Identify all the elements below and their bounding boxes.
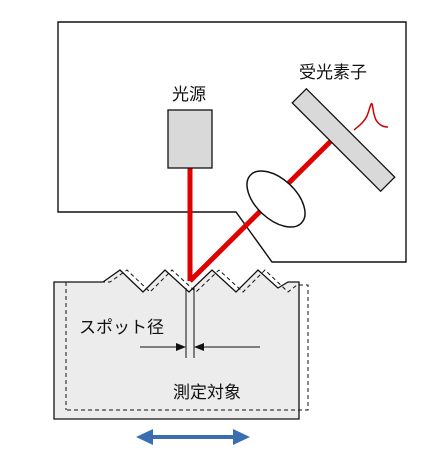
- spot-diameter-label: スポット径: [79, 318, 164, 338]
- receiving-lens: [246, 170, 306, 228]
- movement-arrow-left-head: [136, 429, 153, 445]
- spot-arrow-right-head: [194, 343, 204, 351]
- light-source-block: [167, 109, 213, 169]
- detector-element: [291, 87, 396, 193]
- shifted-surface-profile: [65, 269, 309, 411]
- sensor-housing: [57, 21, 407, 263]
- spot-arrow-left-head: [176, 343, 186, 351]
- measurement-target-label: 測定対象: [173, 383, 241, 403]
- detector-label: 受光素子: [299, 63, 367, 83]
- light-source-label: 光源: [172, 85, 206, 105]
- detector-signal-peak-icon: [353, 102, 389, 131]
- movement-arrow-right-head: [233, 429, 250, 445]
